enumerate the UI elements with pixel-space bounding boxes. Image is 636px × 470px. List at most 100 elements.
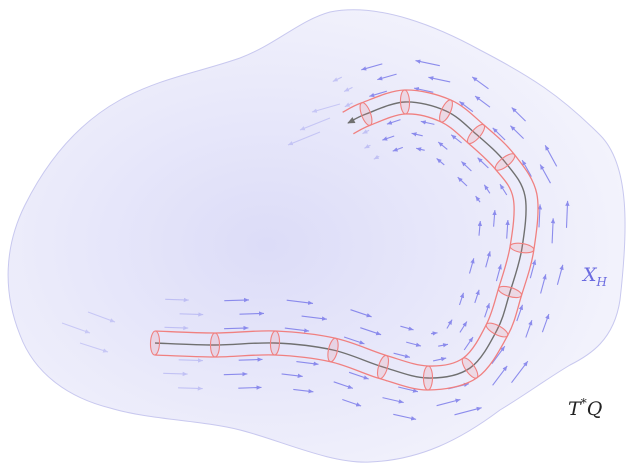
vector-field-arrow xyxy=(499,183,508,196)
tube-cross-section xyxy=(485,322,509,338)
vector-field-arrow xyxy=(364,144,371,149)
vector-field-arrow xyxy=(475,195,481,203)
vector-field-arrow xyxy=(343,336,365,345)
vector-field-arrow xyxy=(373,154,380,160)
vector-field-arrow xyxy=(369,90,387,98)
vector-field-arrow xyxy=(179,312,204,317)
vector-field-arrow xyxy=(296,361,319,366)
vector-field-arrow xyxy=(537,204,543,228)
vector-field-arrow xyxy=(377,73,397,81)
tube-cross-section xyxy=(399,89,411,115)
vector-field-arrow xyxy=(461,161,472,172)
vector-field-arrow xyxy=(406,341,422,347)
vector-field-arrow xyxy=(474,95,491,108)
vector-field-arrow xyxy=(525,320,533,338)
vector-field-arrow xyxy=(544,145,558,167)
vector-field-arrow xyxy=(432,356,447,362)
vector-field-label: XH xyxy=(581,264,608,289)
vector-field-arrow xyxy=(224,297,250,303)
vector-field-arrow xyxy=(511,360,529,384)
vector-field-arrow xyxy=(437,141,448,150)
cotangent-bundle-label: T*Q xyxy=(568,396,602,420)
vector-field-arrow xyxy=(163,371,188,377)
vector-field-arrow xyxy=(361,63,383,71)
vector-field-arrow xyxy=(492,210,497,227)
vector-field-arrow xyxy=(477,157,489,169)
vector-field-arrow xyxy=(463,336,474,351)
vector-field-arrow xyxy=(505,219,510,239)
vector-field-arrow xyxy=(343,86,353,92)
tube-cross-section xyxy=(149,330,161,356)
vector-field-arrow xyxy=(539,164,551,184)
vector-field-arrow xyxy=(485,251,491,268)
vector-field-arrow xyxy=(436,398,461,407)
vector-field-arrow xyxy=(415,59,440,67)
vector-field-arrow xyxy=(541,313,550,333)
vector-field-arrow xyxy=(178,386,203,391)
vector-field-arrow xyxy=(178,358,203,363)
vector-field-arrow xyxy=(413,87,434,93)
vector-field-arrow xyxy=(332,76,343,82)
vector-field-arrow xyxy=(386,119,401,125)
vector-field-arrow xyxy=(474,289,480,304)
vector-field-arrow xyxy=(420,120,435,125)
vector-field-arrow xyxy=(348,371,369,380)
trajectory-curve xyxy=(154,101,527,379)
vector-field-arrow xyxy=(164,325,189,331)
vector-field-arrow xyxy=(416,147,425,152)
vector-field-arrow xyxy=(484,303,490,318)
vector-field-arrow xyxy=(61,322,91,334)
vector-field-arrow xyxy=(311,103,341,113)
tube-cross-section xyxy=(439,99,453,123)
vector-field-arrow xyxy=(284,327,310,333)
tube-cross-section xyxy=(209,332,221,358)
vector-field-arrow xyxy=(438,343,449,348)
vector-field-arrow xyxy=(301,315,327,321)
vector-field-arrow xyxy=(550,218,556,244)
vector-field-arrow xyxy=(492,365,508,386)
vector-field-arrow xyxy=(565,200,570,228)
vector-field-arrow xyxy=(458,292,465,306)
vector-field-arrow xyxy=(450,134,462,144)
vector-field-arrow xyxy=(299,117,331,131)
vector-field-arrow xyxy=(287,131,321,146)
vector-field-arrow xyxy=(224,325,249,331)
vector-field-arrow xyxy=(342,398,362,407)
phase-space-region xyxy=(7,9,626,463)
vector-field-arrow xyxy=(471,76,489,90)
vector-field-arrow xyxy=(436,157,445,166)
tube-cross-section xyxy=(422,365,434,391)
vector-field-arrow xyxy=(238,385,262,390)
vector-field-arrow xyxy=(459,101,474,113)
vector-field-arrow xyxy=(238,357,263,362)
vector-field-arrow xyxy=(400,325,414,331)
vector-field-arrow xyxy=(223,371,248,377)
vector-field-arrow xyxy=(521,159,532,177)
tube-cross-section xyxy=(461,357,479,379)
vector-field-arrow xyxy=(556,264,564,285)
tube-cross-section xyxy=(466,123,486,145)
vector-field-arrow xyxy=(468,258,475,274)
vector-field-arrow xyxy=(483,184,491,194)
vector-field-arrow xyxy=(411,132,423,137)
vector-field-arrow xyxy=(430,331,438,336)
vector-field-arrow xyxy=(281,373,303,379)
vector-field-arrow xyxy=(511,107,526,122)
vector-field-arrow xyxy=(344,102,353,108)
vector-field-arrow xyxy=(350,309,372,318)
tube-cross-section xyxy=(497,285,523,299)
flow-tube xyxy=(149,89,539,391)
tube-cross-section xyxy=(359,102,373,126)
vector-field-arrow xyxy=(491,345,506,365)
vector-field-arrow xyxy=(165,297,189,303)
vector-field-arrow xyxy=(540,274,547,294)
vector-field-arrow xyxy=(239,311,265,316)
tube-cross-section xyxy=(509,242,535,254)
vector-field-arrow xyxy=(495,264,502,282)
vector-field-arrow xyxy=(393,352,411,359)
vector-field-arrow xyxy=(382,135,395,141)
vector-field-arrow xyxy=(529,259,537,279)
vector-field-arrow xyxy=(286,299,314,305)
vector-field-arrow xyxy=(293,388,314,394)
